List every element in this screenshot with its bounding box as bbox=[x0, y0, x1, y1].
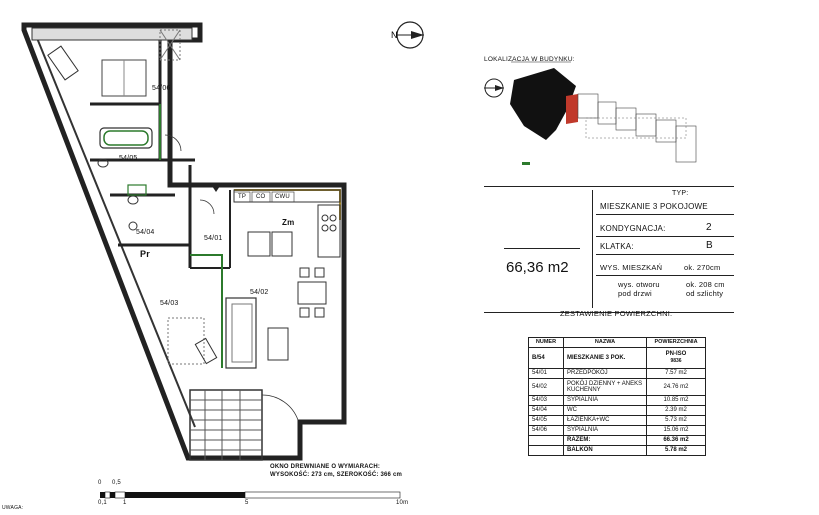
building-location-map bbox=[484, 61, 697, 165]
fixture-co: CO bbox=[256, 194, 266, 200]
table-row: 54/05 ŁAZIENKA+WC 5.73 m2 bbox=[528, 415, 706, 426]
row-name: SYPIALNIA bbox=[563, 395, 647, 406]
height-value: ok. 270cm bbox=[684, 263, 721, 272]
table-total-row: RAZEM: 66.36 m2 bbox=[528, 435, 706, 446]
subheader-name: MIESZKANIE 3 POK. bbox=[563, 347, 647, 369]
door-label-2: pod drzwi bbox=[618, 289, 652, 298]
location-label: LOKALIZACJA W BUDYNKU: bbox=[484, 56, 575, 63]
scale-bar bbox=[100, 491, 401, 499]
total-label: RAZEM: bbox=[563, 435, 647, 446]
window-note-1: OKNO DREWNIANE O WYMIARACH: bbox=[270, 464, 381, 470]
outer-wall bbox=[21, 22, 347, 461]
room-label-54-03: 54/03 bbox=[160, 300, 179, 307]
divider-top bbox=[484, 186, 734, 187]
type-underline bbox=[596, 214, 734, 215]
fixture-tp: TP bbox=[238, 194, 247, 200]
room-label-54-06: 54/06 bbox=[152, 85, 171, 92]
row-number: 54/05 bbox=[528, 415, 564, 426]
stair-label: KLATKA: bbox=[600, 242, 634, 251]
fixture-zm: Zm bbox=[282, 218, 295, 227]
info-vertical-line bbox=[592, 190, 593, 308]
balcony-label: BALKON bbox=[563, 445, 647, 456]
window-note-2: WYSOKOŚĆ: 273 cm, SZEROKOŚĆ: 366 cm bbox=[270, 472, 403, 478]
subheader-number: B/54 bbox=[528, 347, 564, 369]
row-area: 7.57 m2 bbox=[646, 368, 706, 379]
height-underline bbox=[596, 275, 734, 276]
row-area: 24.76 m2 bbox=[646, 378, 706, 396]
col-area: POWIERZCHNIA bbox=[646, 337, 706, 348]
floor-label: KONDYGNACJA: bbox=[600, 224, 666, 233]
area-summary-table: NUMER NAZWA POWIERZCHNIA B/54 MIESZKANIE… bbox=[528, 337, 706, 456]
table-row: 54/04 WC 2.39 m2 bbox=[528, 405, 706, 416]
row-number: 54/06 bbox=[528, 425, 564, 436]
area-underline bbox=[504, 248, 580, 249]
footnote: UWAGA: bbox=[2, 505, 24, 511]
scale-05: 0,5 bbox=[112, 480, 121, 486]
type-value: MIESZKANIE 3 POKOJOWE bbox=[600, 202, 708, 211]
room-label-54-05: 54/05 bbox=[119, 155, 138, 162]
floor-underline bbox=[596, 236, 734, 237]
door-label-1: wys. otworu bbox=[618, 280, 660, 289]
row-name: POKÓJ DZIENNY + ANEKS KUCHENNY bbox=[563, 378, 647, 396]
col-number: NUMER bbox=[528, 337, 564, 348]
subheader-area: PN-ISO 9836 bbox=[646, 347, 706, 369]
total-area: 66,36 m2 bbox=[506, 259, 569, 276]
table-row: 54/01 PRZEDPOKÓJ 7.57 m2 bbox=[528, 368, 706, 379]
floor-plan: N bbox=[21, 21, 424, 461]
row-number: 54/04 bbox=[528, 405, 564, 416]
row-number: 54/01 bbox=[528, 368, 564, 379]
row-area: 5.73 m2 bbox=[646, 415, 706, 426]
col-name: NAZWA bbox=[563, 337, 647, 348]
row-name: WC bbox=[563, 405, 647, 416]
summary-title: ZESTAWIENIE POWIERZCHNI: bbox=[560, 309, 673, 318]
row-name: PRZEDPOKÓJ bbox=[563, 368, 647, 379]
scale-1: 1 bbox=[123, 500, 127, 506]
height-label: WYS. MIESZKAŃ bbox=[600, 263, 663, 272]
row-area: 15.06 m2 bbox=[646, 425, 706, 436]
scale-10m: 10m bbox=[396, 500, 409, 506]
room-label-54-01: 54/01 bbox=[204, 235, 223, 242]
type-label: TYP: bbox=[672, 190, 689, 197]
row-area: 10.85 m2 bbox=[646, 395, 706, 406]
fixture-cwu: CWU bbox=[275, 194, 290, 200]
total-value: 66.36 m2 bbox=[646, 435, 706, 446]
row-name: ŁAZIENKA+WC bbox=[563, 415, 647, 426]
table-row: 54/03 SYPIALNIA 10.85 m2 bbox=[528, 395, 706, 406]
door-value-1: ok. 208 cm bbox=[686, 280, 725, 289]
door-value-2: od szlichty bbox=[686, 289, 724, 298]
table-row: 54/06 SYPIALNIA 15.06 m2 bbox=[528, 425, 706, 436]
row-number: 54/02 bbox=[528, 378, 564, 396]
table-balcony-row: BALKON 5.78 m2 bbox=[528, 445, 706, 456]
table-subheader-row: B/54 MIESZKANIE 3 POK. PN-ISO 9836 bbox=[528, 347, 706, 369]
room-label-54-02: 54/02 bbox=[250, 289, 269, 296]
scale-01: 0,1 bbox=[98, 500, 107, 506]
table-row: 54/02 POKÓJ DZIENNY + ANEKS KUCHENNY 24.… bbox=[528, 378, 706, 396]
scale-0: 0 bbox=[98, 480, 102, 486]
fixture-pr: Pr bbox=[140, 249, 150, 259]
scale-5: 5 bbox=[245, 500, 249, 506]
stair-value: B bbox=[706, 240, 713, 251]
divider-mid bbox=[484, 312, 734, 313]
subheader-area-1: PN-ISO bbox=[665, 351, 687, 357]
stair-underline bbox=[596, 254, 734, 255]
balcony-value: 5.78 m2 bbox=[646, 445, 706, 456]
svg-text:N: N bbox=[391, 30, 398, 40]
row-area: 2.39 m2 bbox=[646, 405, 706, 416]
row-name: SYPIALNIA bbox=[563, 425, 647, 436]
subheader-area-2: 9836 bbox=[670, 358, 682, 364]
floor-value: 2 bbox=[706, 222, 712, 233]
room-label-54-04: 54/04 bbox=[136, 229, 155, 236]
row-number: 54/03 bbox=[528, 395, 564, 406]
